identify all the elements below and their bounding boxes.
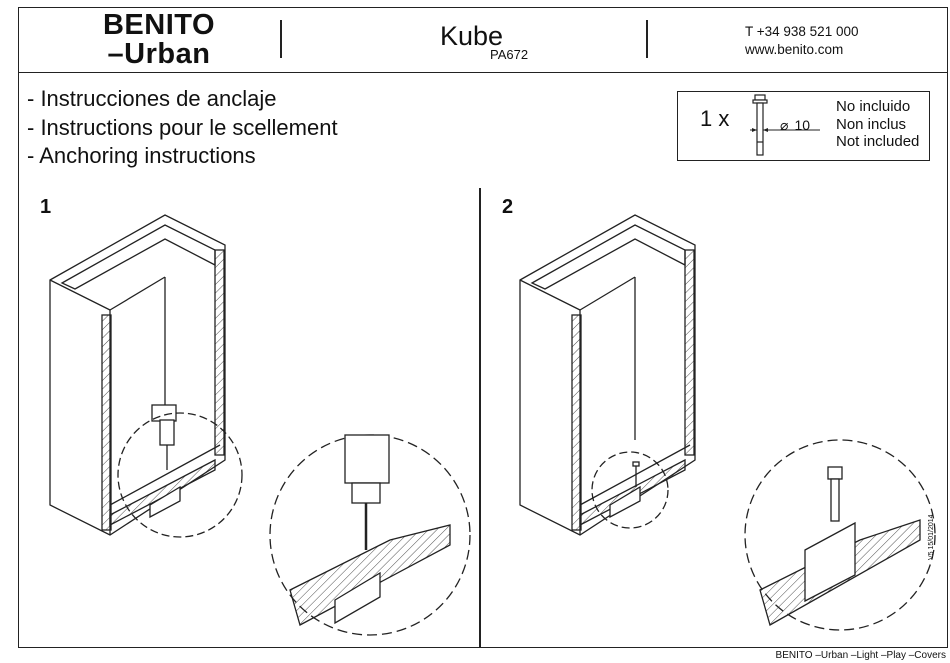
diameter-value: 10 [794, 117, 811, 133]
step-2-illustration [519, 214, 936, 631]
step-divider [479, 188, 481, 648]
brand-name: BENITO [102, 9, 216, 41]
brand-logo: BENITO –Urban [84, 11, 234, 69]
product-name: Kube [440, 21, 504, 51]
diameter-symbol: ⌀ [780, 117, 789, 133]
footer-brand-line: BENITO –Urban –Light –Play –Covers [775, 650, 946, 661]
phone-number: T +34 938 521 000 [745, 24, 859, 39]
contact-info: T +34 938 521 000 www.benito.com [745, 23, 858, 59]
header-divider-1 [280, 20, 282, 58]
step-1-number: 1 [40, 196, 52, 218]
product-code: PA672 [490, 47, 529, 62]
instruction-en: - Anchoring instructions [27, 143, 256, 168]
bolt-quantity: 1 x [700, 106, 730, 131]
note-en: Not included [836, 133, 920, 150]
header-divider-2 [646, 20, 648, 58]
instruction-titles: - Instrucciones de anclaje - Instruction… [27, 85, 338, 171]
step-2-number: 2 [502, 196, 514, 218]
step-1-illustration [49, 214, 471, 636]
website-link[interactable]: www.benito.com [745, 42, 844, 57]
page-frame [18, 7, 948, 648]
header: BENITO –Urban Kube PA672 T +34 938 521 0… [18, 7, 948, 73]
parts-box: 1 x ⌀ 10 No incluido Non inclus Not inclu… [677, 91, 930, 161]
note-es: No incluido [836, 98, 911, 115]
anchor-bolt-icon [750, 94, 820, 156]
version-label: V5 15/01/2014 [928, 514, 935, 560]
instruction-es: - Instrucciones de anclaje [27, 86, 277, 111]
brand-line: –Urban [107, 38, 211, 70]
not-included-notes: No incluido Non inclus Not included [836, 98, 919, 151]
bolt-diameter: ⌀ 10 [780, 117, 816, 134]
instruction-fr: - Instructions pour le scellement [27, 114, 338, 140]
note-fr: Non inclus [836, 115, 907, 133]
